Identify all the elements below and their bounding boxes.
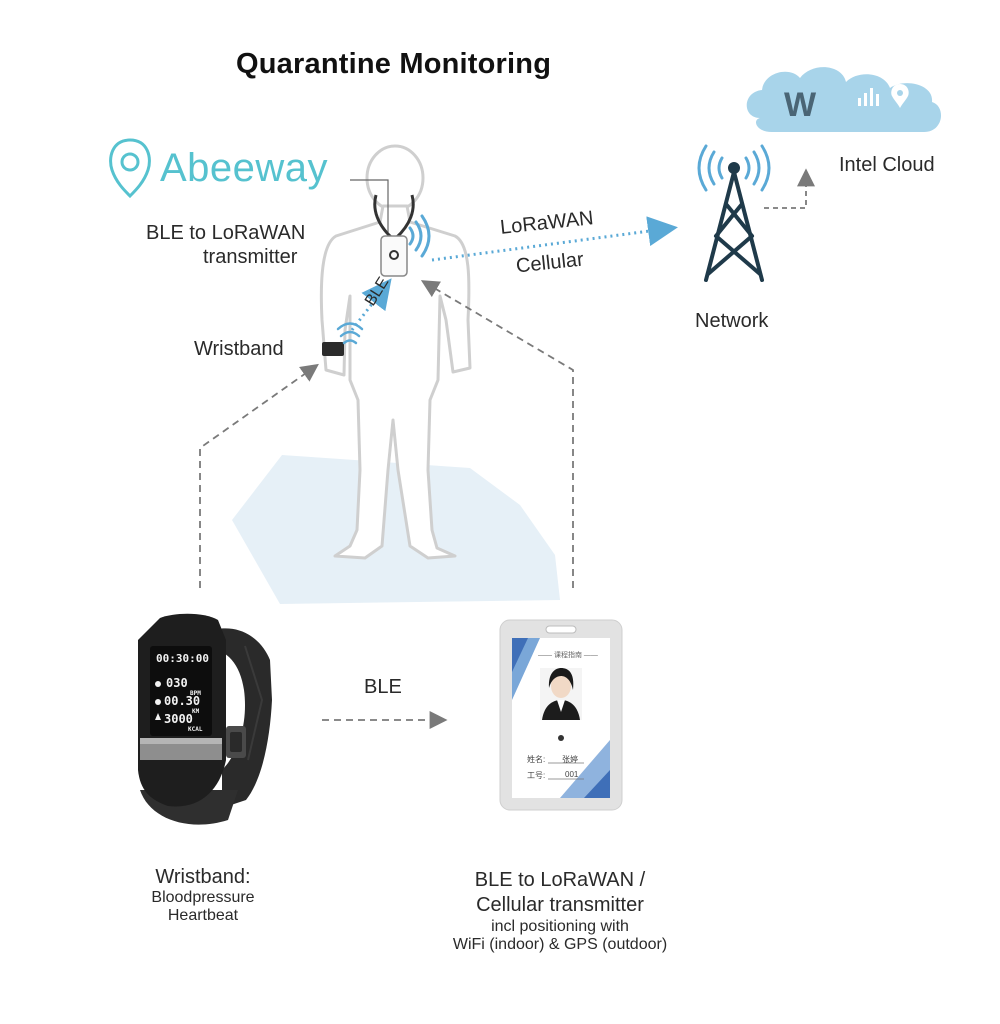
transmitter-caption-line4: WiFi (indoor) & GPS (outdoor)	[452, 936, 668, 953]
body-transmitter-device	[380, 235, 408, 277]
intel-cloud-icon: W	[746, 67, 942, 132]
transmitter-caption-title2: Cellular transmitter	[476, 894, 644, 916]
lorawan-link-arrow	[431, 216, 678, 262]
watch-row1-value: 030	[166, 676, 188, 690]
network-label: Network	[695, 310, 769, 332]
wristband-product-image	[138, 613, 272, 825]
svg-text:W: W	[784, 86, 817, 124]
lanyard	[373, 194, 415, 240]
floor-area	[232, 455, 560, 604]
network-tower-icon	[704, 162, 764, 282]
wristband-caption-line1: Bloodpressure	[151, 889, 255, 906]
cloud-label: Intel Cloud	[839, 154, 935, 176]
abeeway-logo-icon	[109, 138, 151, 199]
wristband-caption-title: Wristband:	[155, 866, 251, 888]
wristband-caption-line2: Heartbeat	[167, 907, 239, 924]
watch-row1-unit: BPM	[190, 690, 201, 697]
watch-row3-unit: KCAL	[188, 726, 203, 733]
abeeway-connector-line	[350, 179, 389, 232]
abeeway-brand: Abeeway	[160, 146, 329, 190]
ble-bottom-label: BLE	[364, 676, 402, 698]
watch-time: 00:30:00	[156, 652, 209, 665]
badge-header: —— 课程指南 ——	[538, 652, 598, 659]
badge-field2-label: 工号:	[527, 771, 546, 780]
transmitter-label-line2: transmitter	[203, 246, 298, 268]
transmitter-caption-title1: BLE to LoRaWAN /	[474, 869, 646, 891]
page-title: Quarantine Monitoring	[236, 48, 552, 80]
transmitter-label-line1: BLE to LoRaWAN	[146, 222, 306, 244]
cloud-connector-arrow	[764, 168, 815, 209]
watch-row2-unit: KM	[192, 708, 200, 715]
tower-signal-icon	[697, 144, 771, 192]
transmitter-uplink-arrow	[420, 280, 574, 588]
wristband-uplink-arrow	[199, 363, 319, 588]
wristband-label: Wristband	[194, 338, 284, 360]
wristband-caption: Wristband: Bloodpressure Heartbeat	[118, 866, 288, 925]
transmitter-caption-line3: incl positioning with	[491, 918, 629, 935]
wristband-signal-icon	[336, 322, 364, 345]
transmitter-signal-icon	[408, 214, 431, 258]
watch-row2-value: 00.30	[164, 694, 201, 708]
transmitter-caption: BLE to LoRaWAN / Cellular transmitter in…	[420, 868, 700, 954]
badge-transmitter-product-image	[499, 619, 623, 811]
watch-row3-value: 3000	[164, 712, 193, 726]
badge-field1-value: 张婷	[562, 755, 578, 764]
ble-link-arrow	[350, 278, 392, 331]
badge-field2-value: 001	[565, 770, 579, 779]
wristband-on-arm	[322, 342, 344, 356]
badge-field1-label: 姓名:	[527, 755, 546, 764]
